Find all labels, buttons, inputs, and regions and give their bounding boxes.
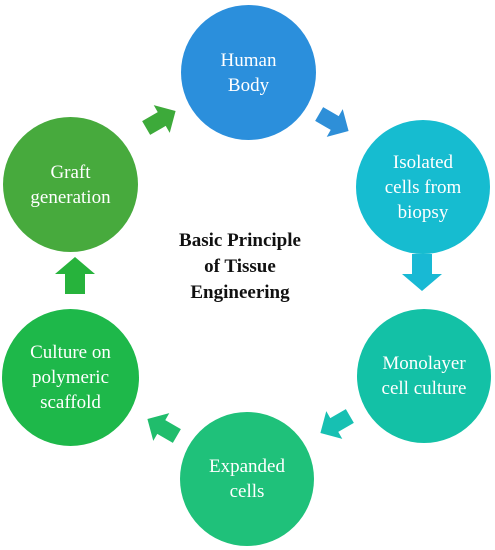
arrow-monolayer-to-expanded [320, 409, 354, 439]
step-isolated-cells: Isolated cells from biopsy [356, 120, 490, 254]
arrow-isolated-to-monolayer [402, 254, 442, 291]
step-isolated-cells-label: Isolated cells from biopsy [384, 151, 462, 223]
arrow-human-to-isolated [315, 107, 349, 137]
arrow-isolated-to-monolayer-shape [402, 254, 442, 291]
arrow-expanded-to-culture-shape [147, 413, 181, 443]
step-culture-on-scaffold-label: Culture on polymeric scaffold [30, 342, 111, 413]
arrow-culture-to-graft-shape [55, 257, 95, 294]
step-graft-generation: Graft generation [3, 117, 138, 252]
step-monolayer-culture: Monolayer cell culture [357, 309, 491, 443]
arrow-expanded-to-culture [147, 413, 181, 443]
arrow-culture-to-graft [55, 257, 95, 294]
diagram-title: Basic Principle of Tissue Engineering [179, 230, 301, 303]
arrow-graft-to-human [142, 105, 176, 135]
arrow-monolayer-to-expanded-shape [320, 409, 354, 439]
step-graft-generation-label: Graft generation [30, 161, 111, 208]
step-expanded-cells: Expanded cells [180, 412, 314, 546]
step-human-body: Human Body [181, 5, 316, 140]
step-monolayer-culture-label: Monolayer cell culture [381, 353, 467, 399]
step-human-body-label: Human Body [220, 49, 277, 96]
step-expanded-cells-label: Expanded cells [209, 456, 285, 502]
arrow-graft-to-human-shape [142, 105, 176, 135]
step-culture-on-scaffold: Culture on polymeric scaffold [2, 309, 139, 446]
arrow-human-to-isolated-shape [315, 107, 349, 137]
